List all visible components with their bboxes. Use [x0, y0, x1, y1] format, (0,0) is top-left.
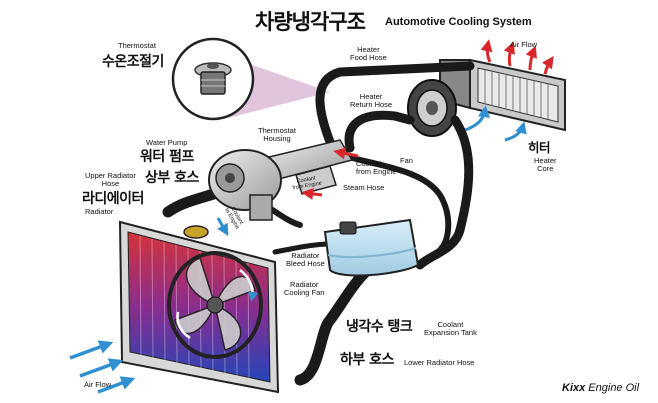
radiator-air-flow-arrows	[69, 340, 136, 394]
radiator-cooling-fan-label: Radiator Cooling Fan	[284, 280, 325, 297]
coolant-from-engine-label: Coolant from Engine	[356, 159, 397, 176]
water-pump-label-en: Water Pump	[146, 138, 188, 147]
thermostat-callout	[171, 37, 330, 121]
lower-radiator-hose-label-en: Lower Radiator Hose	[404, 358, 475, 367]
fan-label: Fan	[400, 156, 413, 165]
air-flow-bottom-label: Air Flow	[84, 380, 112, 389]
expansion-tank-label-en: Coolant Expansion Tank	[424, 320, 477, 337]
thermostat-housing	[263, 139, 354, 195]
radiator-cooling-fan	[167, 251, 263, 359]
thermostat-label-en: Thermostat	[118, 41, 156, 50]
thermostat-housing-label: Thermostat Housing	[258, 126, 296, 143]
steam-hose-label: Steam Hose	[343, 183, 385, 192]
water-pump	[208, 149, 282, 221]
heater-air-flow-arrows	[464, 39, 554, 142]
thermostat-label-ko: 수온조절기	[102, 54, 164, 70]
upper-radiator-hose-label-en: Upper Radiator Hose	[85, 171, 136, 188]
coolant-expansion-tank	[323, 218, 420, 277]
radiator-label-en: Radiator	[85, 207, 114, 216]
title-korean: 차량냉각구조	[255, 10, 366, 34]
upper-radiator-hose-label-ko: 상부 호스	[145, 170, 199, 186]
water-pump-label-ko: 워터 펌프	[140, 149, 194, 165]
heater-food-hose-label: Heater Food Hose	[350, 45, 387, 62]
title-english: Automotive Cooling System	[385, 16, 532, 28]
radiator-bleed-hose-label: Radiator Bleed Hose	[286, 251, 325, 268]
brand-logo: Kixx Engine Oil	[562, 382, 640, 394]
air-flow-top-label: Air Flow	[510, 40, 538, 49]
lower-radiator-hose-label-ko: 하부 호스	[340, 352, 394, 368]
heater-core	[439, 58, 566, 132]
radiator-label-ko: 라디에이터	[82, 191, 144, 207]
heater-return-hose-label: Heater Return Hose	[350, 92, 393, 109]
heater-core-label-en: Heater Core	[534, 156, 557, 173]
hoses	[162, 61, 475, 386]
heater-fan	[407, 79, 457, 137]
expansion-tank-label-ko: 냉각수 탱크	[346, 319, 413, 335]
thermostat-icon	[194, 62, 232, 95]
coolant-flow-arrows	[216, 147, 359, 237]
heater-core-label-ko: 히터	[528, 140, 551, 155]
radiator	[118, 220, 280, 394]
